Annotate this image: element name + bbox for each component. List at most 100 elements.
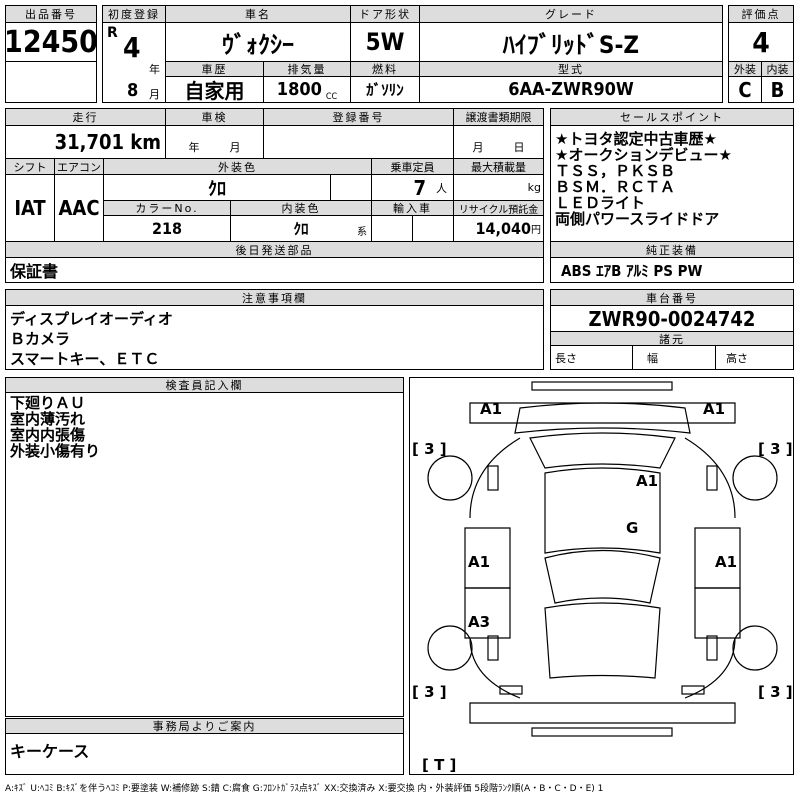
office: キーケース [5,733,404,775]
inspection-label: 車検 [165,108,264,126]
score: 4 [728,22,794,62]
model: 6AA-ZWR90W [419,76,723,103]
tire-rating: [ 3 ] [758,683,793,701]
tire-value: 3 [770,683,781,701]
tire-value: 3 [424,683,435,701]
int-color-label: 内装色 [230,200,372,216]
lot-number: 12450 [4,22,98,62]
note-item: スマートキー、ＥＴＣ [10,350,160,368]
int-color: ｸﾛ系 [230,215,372,242]
import-1 [371,215,413,242]
history: 自家用 [165,76,264,103]
color-no-label: カラーNo. [103,200,231,216]
mileage: 31,701 km [5,125,166,159]
damage-mark: A1 [480,400,503,418]
later-label: 後日発送部品 [5,241,544,258]
sales-item: ★オークションデビュー★ [555,146,732,164]
insp-month-unit: 月 [229,141,241,154]
era: R [107,25,118,41]
seats-label: 乗車定員 [371,158,454,175]
reg-no-label: 登録番号 [263,108,454,126]
int-grade: B [761,76,794,103]
width: 幅 [632,345,716,370]
km-unit: km [130,130,161,154]
reg-year: 4 [123,31,141,64]
recycle-label: リサイクル預託金 [453,200,544,216]
insp-year-unit: 年 [188,141,200,154]
inspector-item: 室内薄汚れ [10,410,86,428]
first-reg: R 4 年 8 月 [102,22,166,103]
damage-diagram: A1 A1 A1 G A1 A1 A3 [ 3 ] [ 3 ] [ 3 ] [ … [409,377,794,775]
note-item: ディスプレイオーディオ [10,310,173,328]
damage-mark: A1 [715,553,738,571]
sales-item: ★トヨタ認定中古車歴★ [555,130,717,148]
color-extra [330,174,372,201]
height: 高さ [715,345,794,370]
grade: ﾊｲﾌﾞﾘｯﾄﾞS-Z [419,22,723,62]
notes-label: 注意事項欄 [5,289,544,306]
tire-value: 3 [770,440,781,458]
door-label: ドア形状 [350,5,420,23]
inspection: 年月 [165,125,264,159]
equip: ABS ｴｱB ｱﾙﾐ PS PW [550,257,794,283]
length: 長さ [550,345,633,370]
seats-unit: 人 [436,181,447,195]
reg-month: 8 [127,80,139,101]
color: ｸﾛ [103,174,331,201]
office-label: 事務局よりご案内 [5,718,404,734]
color-label: 外装色 [103,158,372,175]
ext-label: 外装 [728,61,762,77]
grade-label: グレード [419,5,723,23]
dims-label: 諸元 [550,331,794,346]
recycle-value: 14,040 [475,219,531,238]
notes: ディスプレイオーディオ Ｂカメラ スマートキー、ＥＴＣ [5,305,544,370]
mileage-value: 31,701 [54,130,125,154]
t-day: 日 [513,141,525,154]
tire-rating: [ 3 ] [412,683,447,701]
inspector-item: 下廻りＡＵ [10,394,86,412]
t-month: 月 [472,141,484,154]
shift: IAT [5,174,55,242]
car-outline-icon [427,381,778,737]
damage-mark: A1 [703,400,726,418]
sales-item: ＬＥＤライト [555,194,646,212]
lot-label: 出品番号 [5,5,97,23]
car-name: ｳﾞｫｸｼｰ [165,22,351,62]
load: kg [453,174,544,201]
note-item: Ｂカメラ [10,330,71,348]
inspector-label: 検査員記入欄 [5,377,404,393]
later: 保証書 [5,257,544,283]
transfer: 月日 [453,125,544,159]
spare-value: T [434,756,445,774]
shift-label: シフト [5,158,55,175]
chassis-label: 車台番号 [550,289,794,306]
transfer-label: 譲渡書類期限 [453,108,544,126]
legend: A:ｷｽﾞ U:ﾍｺﾐ B:ｷｽﾞを伴うﾍｺﾐ P:要塗装 W:補修跡 S:錆 … [5,784,604,794]
equip-label: 純正装備 [550,241,794,258]
ext-grade: C [728,76,762,103]
first-reg-label: 初度登録 [102,5,166,23]
lot-blank [5,61,97,103]
mileage-label: 走行 [5,108,166,126]
sales-label: セールスポイント [550,108,794,126]
car-name-label: 車名 [165,5,351,23]
kei: 系 [357,227,367,238]
model-label: 型式 [419,61,723,77]
displacement-label: 排気量 [263,61,351,77]
seats-value: 7 [413,175,426,200]
damage-mark: A3 [468,613,491,631]
chassis-number: ZWR90-0024742 [550,305,794,332]
sales-item: ＴＳＳ，ＰＫＳＢ [555,162,676,180]
color-no: 218 [103,215,231,242]
displacement-value: 1800 [276,79,322,100]
tire-rating: [ 3 ] [412,440,447,458]
tire-value: 3 [424,440,435,458]
score-label: 評価点 [728,5,794,23]
inspector-notes: 下廻りＡＵ 室内薄汚れ 室内内張傷 外装小傷有り [5,392,404,717]
year-unit: 年 [149,63,160,76]
import-2 [412,215,454,242]
damage-mark: G [626,519,639,537]
sales-item: ＢＳＭ．ＲＣＴＡ [555,178,676,196]
